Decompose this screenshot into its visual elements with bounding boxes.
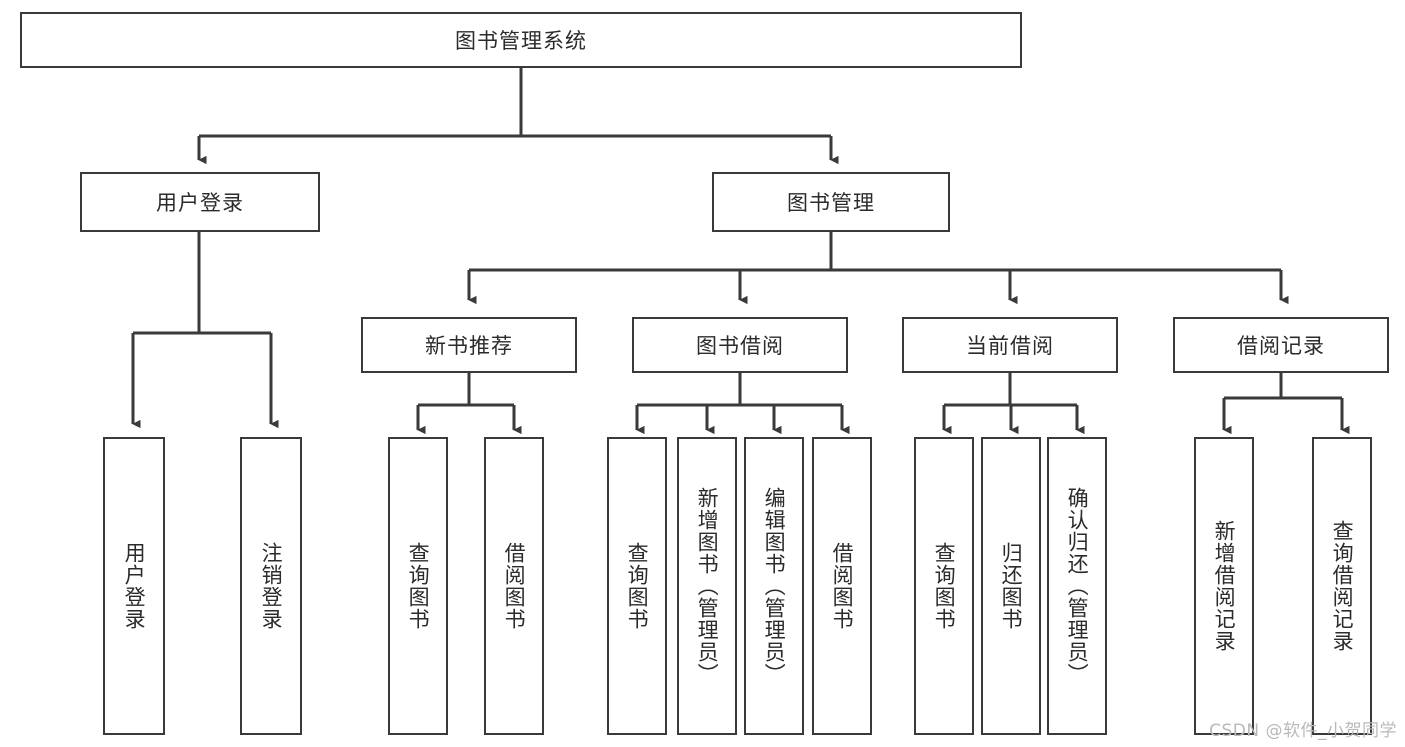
node-new-book-recommend[interactable]: 新书推荐 xyxy=(361,317,577,373)
node-leaf-query-book-3-label: 查询图书 xyxy=(932,542,957,630)
node-user-login-label: 用户登录 xyxy=(156,191,244,215)
node-leaf-confirm-return-label: 确认归还（管理员） xyxy=(1065,487,1090,685)
node-book-manage-label: 图书管理 xyxy=(787,191,875,215)
node-leaf-confirm-return[interactable]: 确认归还（管理员） xyxy=(1047,437,1107,735)
node-borrow-record-label: 借阅记录 xyxy=(1237,334,1325,358)
node-root-label: 图书管理系统 xyxy=(455,29,587,53)
node-leaf-query-book-1-label: 查询图书 xyxy=(406,542,431,630)
node-leaf-logout-label: 注销登录 xyxy=(259,542,284,630)
node-leaf-borrow-book-2-label: 借阅图书 xyxy=(830,542,855,630)
node-leaf-add-book-label: 新增图书（管理员） xyxy=(695,487,720,685)
node-leaf-add-record[interactable]: 新增借阅记录 xyxy=(1194,437,1254,735)
node-leaf-add-book[interactable]: 新增图书（管理员） xyxy=(677,437,737,735)
node-leaf-borrow-book-1[interactable]: 借阅图书 xyxy=(484,437,544,735)
node-leaf-user-login-label: 用户登录 xyxy=(122,542,147,630)
node-leaf-edit-book[interactable]: 编辑图书（管理员） xyxy=(744,437,804,735)
node-leaf-return-book[interactable]: 归还图书 xyxy=(981,437,1041,735)
node-leaf-query-book-3[interactable]: 查询图书 xyxy=(914,437,974,735)
node-leaf-borrow-book-1-label: 借阅图书 xyxy=(502,542,527,630)
node-leaf-edit-book-label: 编辑图书（管理员） xyxy=(762,487,787,685)
node-leaf-logout[interactable]: 注销登录 xyxy=(240,437,302,735)
node-root[interactable]: 图书管理系统 xyxy=(20,12,1022,68)
node-leaf-borrow-book-2[interactable]: 借阅图书 xyxy=(812,437,872,735)
node-book-borrow-label: 图书借阅 xyxy=(696,334,784,358)
node-borrow-record[interactable]: 借阅记录 xyxy=(1173,317,1389,373)
node-leaf-return-book-label: 归还图书 xyxy=(999,542,1024,630)
node-current-borrow-label: 当前借阅 xyxy=(966,334,1054,358)
node-leaf-query-record[interactable]: 查询借阅记录 xyxy=(1312,437,1372,735)
node-book-manage[interactable]: 图书管理 xyxy=(712,172,950,232)
node-new-book-recommend-label: 新书推荐 xyxy=(425,334,513,358)
node-leaf-query-record-label: 查询借阅记录 xyxy=(1330,520,1355,652)
node-user-login[interactable]: 用户登录 xyxy=(80,172,320,232)
node-leaf-query-book-1[interactable]: 查询图书 xyxy=(388,437,448,735)
watermark: CSDN @软件_小贺同学 xyxy=(1209,721,1397,741)
node-leaf-query-book-2-label: 查询图书 xyxy=(625,542,650,630)
node-leaf-add-record-label: 新增借阅记录 xyxy=(1212,520,1237,652)
node-current-borrow[interactable]: 当前借阅 xyxy=(902,317,1118,373)
node-leaf-query-book-2[interactable]: 查询图书 xyxy=(607,437,667,735)
node-book-borrow[interactable]: 图书借阅 xyxy=(632,317,848,373)
node-leaf-user-login[interactable]: 用户登录 xyxy=(103,437,165,735)
